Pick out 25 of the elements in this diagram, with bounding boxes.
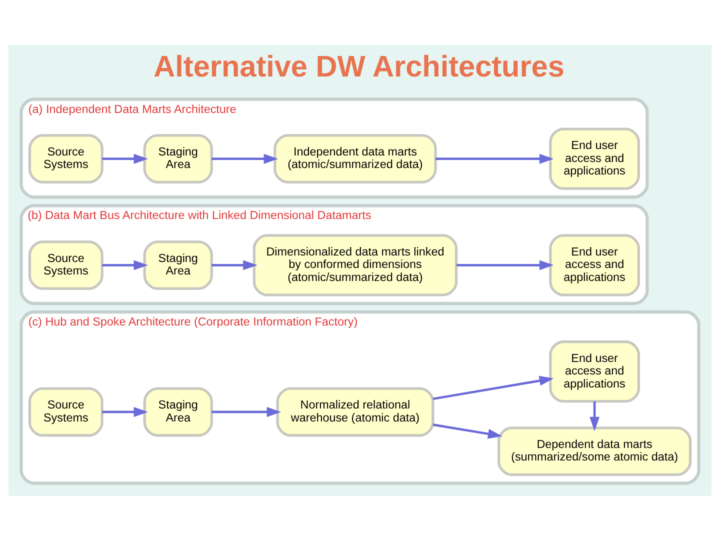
node-box: End user access and applications <box>549 340 640 402</box>
node-box: Source Systems <box>28 134 104 184</box>
node-box: End user access and applications <box>549 234 640 296</box>
node-box: Staging Area <box>143 386 213 436</box>
arrow <box>212 406 282 416</box>
arrow <box>212 153 278 164</box>
arrow <box>102 153 148 164</box>
node-box: Dependent data marts (summarized/some atomic data) <box>497 426 692 476</box>
diagram-title: Alternative DW Architectures <box>154 50 564 83</box>
arrow <box>212 260 258 270</box>
node-box: Independent data marts (atomic/summarized data) <box>274 134 437 184</box>
node-box: Source Systems <box>28 240 104 290</box>
arrow <box>590 400 600 431</box>
arrow <box>432 375 554 400</box>
arrow <box>432 423 502 438</box>
node-box: Staging Area <box>143 134 213 184</box>
arrow <box>456 260 554 270</box>
arrow <box>436 153 554 164</box>
node-box: Normalized relational warehouse (atomic data) <box>276 386 434 436</box>
arrow <box>102 260 148 270</box>
node-box: Staging Area <box>143 240 213 290</box>
node-box: Source Systems <box>28 386 104 436</box>
arrow <box>102 406 148 416</box>
node-box: End user access and applications <box>549 127 640 190</box>
node-box: Dimensionalized data marts linked by conformed dimensions (atomic/summarized data) <box>252 234 458 296</box>
